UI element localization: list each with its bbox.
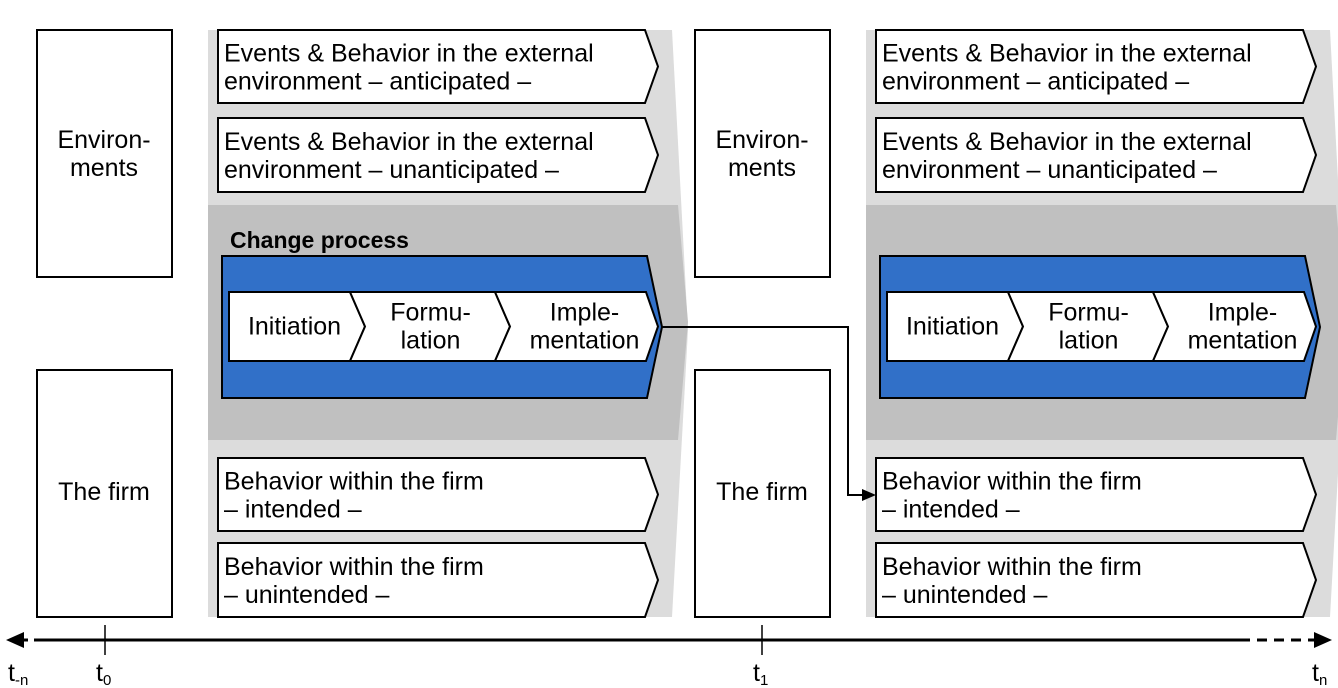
- external-event-box: [875, 117, 1318, 193]
- phase-implementation-label: Imple-mentation: [530, 299, 640, 355]
- phase-formulation-label: Formu-lation: [390, 299, 471, 355]
- environments-box: [694, 29, 831, 278]
- time-label-t-minus-n: t-n: [8, 659, 28, 688]
- firm-behavior-label: Behavior within the firm– unintended –: [882, 553, 1142, 609]
- firm-behavior-box: [875, 457, 1318, 532]
- firm-label: The firm: [58, 478, 150, 506]
- connector-arrow-line: [662, 326, 866, 496]
- external-event-box: [875, 29, 1318, 104]
- firm-behavior-box: [875, 542, 1318, 618]
- environments-label: Environ-ments: [57, 126, 150, 182]
- timeline: t-n t0 t1 tn: [6, 625, 1332, 688]
- timeline-arrow-right: [1314, 632, 1332, 648]
- firm-behavior-box: [217, 542, 660, 618]
- environments-box: [36, 29, 173, 278]
- phase-initiation-label: Initiation: [906, 313, 999, 341]
- firm-behavior-label: Behavior within the firm– unintended –: [224, 553, 484, 609]
- phase-implementation-label: Imple-mentation: [1188, 299, 1298, 355]
- time-label-tn: tn: [1312, 659, 1327, 688]
- firm-behavior-box: [217, 457, 660, 532]
- firm-label: The firm: [716, 478, 808, 506]
- phase-implementation-chevron: [493, 291, 660, 362]
- timeline-arrow-left: [6, 632, 24, 648]
- firm-behavior-label: Behavior within the firm– intended –: [882, 468, 1142, 524]
- phase-formulation-label: Formu-lation: [1048, 299, 1129, 355]
- time-label-t1: t1: [753, 659, 768, 688]
- external-event-box: [217, 29, 660, 104]
- phase-initiation-label: Initiation: [248, 313, 341, 341]
- change-process-title: Change process: [230, 227, 409, 253]
- time-label-t0: t0: [96, 659, 111, 688]
- connector-arrowhead: [862, 489, 876, 501]
- firm-box: [36, 369, 173, 618]
- external-event-box: [217, 117, 660, 193]
- environments-label: Environ-ments: [715, 126, 808, 182]
- firm-behavior-label: Behavior within the firm– intended –: [224, 468, 484, 524]
- phase-implementation-chevron: [1151, 291, 1318, 362]
- firm-box: [694, 369, 831, 618]
